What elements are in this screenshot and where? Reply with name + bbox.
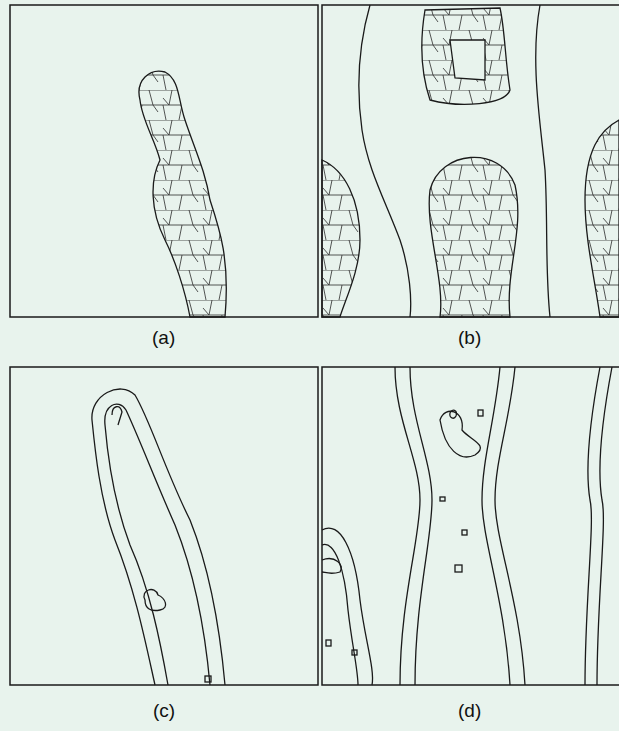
contour-line (144, 590, 166, 611)
boundary-line (536, 5, 550, 317)
panel-frame (322, 5, 619, 317)
contour-line (478, 410, 483, 416)
contour-line (462, 530, 467, 535)
panel-frame (10, 5, 318, 317)
contour-line (597, 367, 612, 685)
contour-line (482, 367, 510, 685)
contour-line (205, 676, 211, 682)
boundary-line (359, 5, 411, 317)
segmented-region (139, 71, 226, 317)
contour-line (112, 407, 122, 425)
contour-line (105, 404, 210, 685)
panel-label: (b) (458, 327, 481, 349)
contour-line (410, 367, 432, 685)
contour-line (495, 367, 525, 685)
contour-line (92, 389, 225, 685)
contour-line (322, 528, 373, 685)
contour-line (455, 565, 462, 572)
contour-line (450, 410, 457, 418)
segmented-region (429, 157, 518, 317)
contour-line (322, 559, 341, 574)
segmented-region (422, 8, 510, 104)
panel-label: (d) (458, 700, 481, 722)
contour-line (440, 497, 445, 501)
panel-label: (c) (153, 700, 175, 722)
contour-line (440, 411, 480, 457)
segmented-region (585, 120, 619, 317)
contour-line (326, 640, 331, 646)
segmented-region (322, 160, 360, 317)
contour-line (322, 544, 358, 685)
panel-frame (10, 367, 318, 685)
panel-label: (a) (152, 327, 175, 349)
panel-frame (322, 367, 619, 685)
contour-line (352, 650, 357, 655)
